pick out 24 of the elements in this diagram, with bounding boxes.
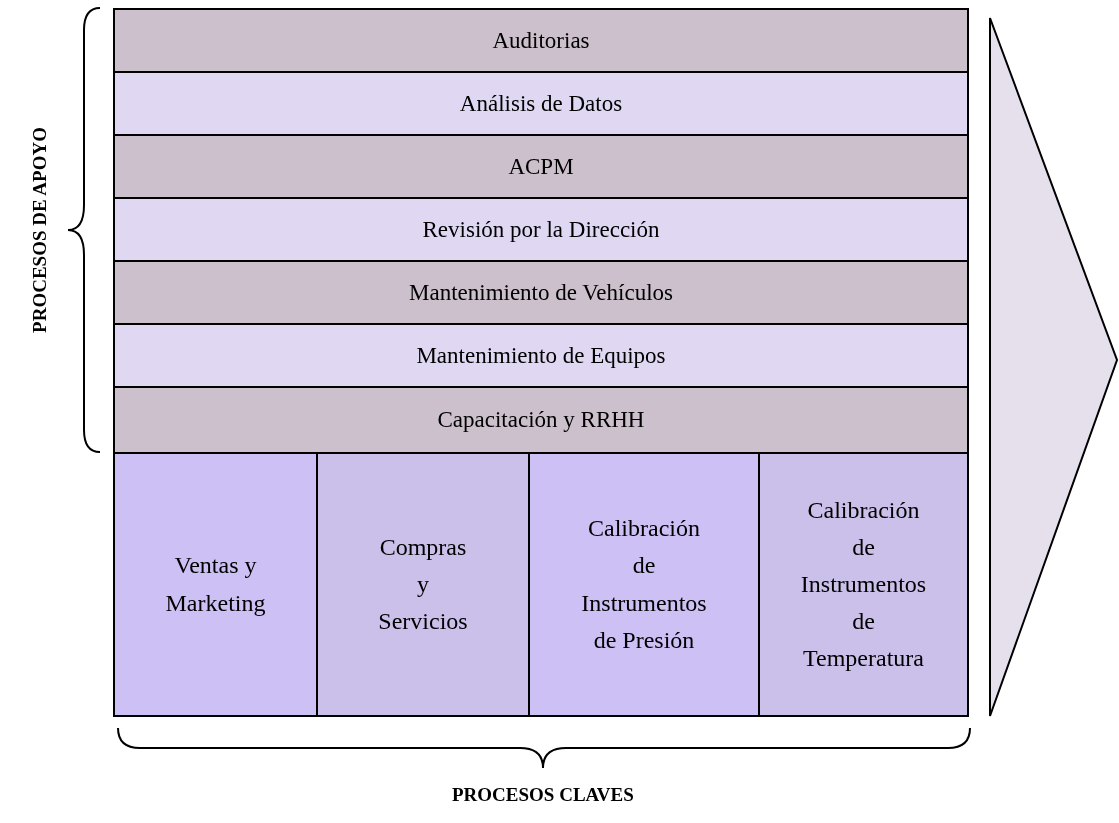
process-column [316,452,530,717]
process-label: Mantenimiento de Equipos [416,342,666,369]
process-band [113,260,969,325]
process-band [113,323,969,388]
process-label: Capacitación y RRHH [437,407,645,433]
section-label: PROCESOS DE APOYO [28,127,51,333]
process-column [113,452,318,717]
process-label: Calibración de Instrumentos de Temperatura [800,495,927,674]
process-label: Revisión por la Dirección [422,216,660,243]
process-label: Mantenimiento de Vehículos [409,279,673,306]
process-label: ACPM [508,153,574,180]
process-column [528,452,760,717]
section-label: PROCESOS CLAVES [452,784,634,806]
process-band [113,197,969,262]
process-label: Ventas y Marketing [165,551,266,618]
process-label: Calibración de Instrumentos de Presión [581,514,707,655]
process-label: Compras y Servicios [378,532,468,637]
process-label: Análisis de Datos [459,90,623,117]
process-band [113,134,969,199]
process-band [113,8,969,73]
process-label: Auditorias [492,27,590,54]
process-band [113,386,969,454]
process-band [113,71,969,136]
process-column [758,452,969,717]
